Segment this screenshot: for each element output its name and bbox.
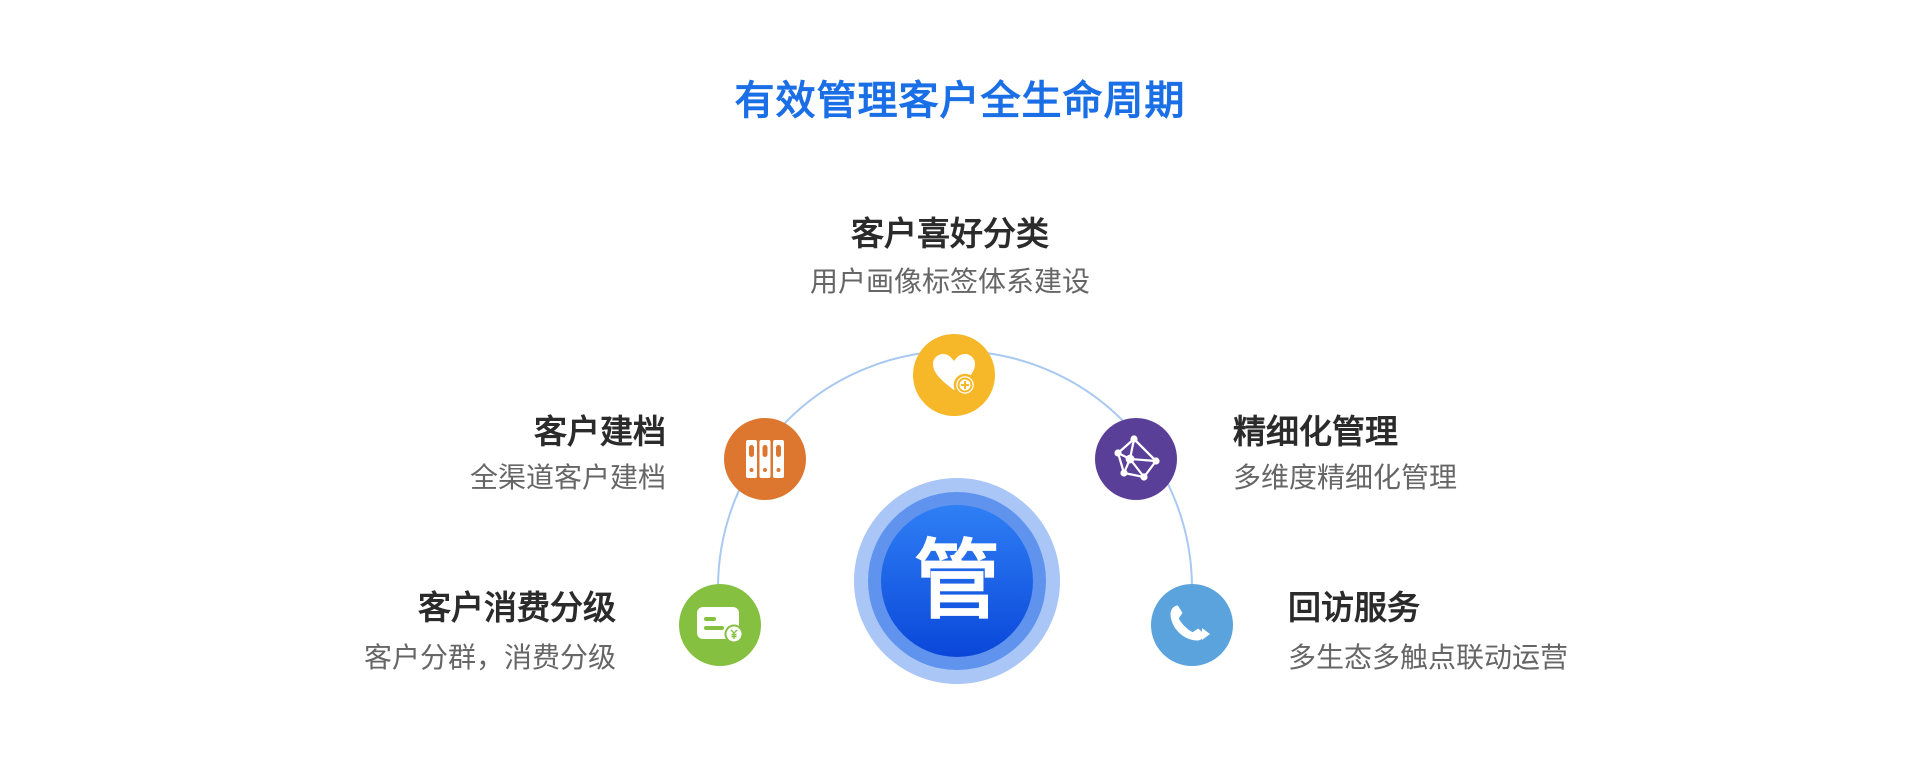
revisit-subtitle: 多生态多触点联动运营 — [1288, 641, 1569, 674]
binders-icon — [746, 440, 784, 478]
refined-title: 精细化管理 — [1233, 412, 1398, 451]
card-coin-icon — [697, 607, 744, 644]
refined-subtitle: 多维度精细化管理 — [1233, 461, 1458, 494]
tiering-title: 客户消费分级 — [418, 588, 616, 627]
refined-node-text: 精细化管理 多维度精细化管理 — [1233, 410, 1573, 498]
preference-node-text: 客户喜好分类 用户画像标签体系建设 — [760, 212, 1140, 302]
tiering-node-icon — [679, 584, 761, 666]
archive-subtitle: 全渠道客户建档 — [469, 461, 666, 494]
refined-node-icon — [1095, 418, 1177, 500]
preference-node-icon — [913, 334, 995, 416]
revisit-node-icon — [1151, 584, 1233, 666]
archive-title: 客户建档 — [534, 412, 666, 451]
tiering-subtitle: 客户分群，消费分级 — [363, 641, 616, 674]
archive-node-icon — [724, 418, 806, 500]
hub-core: 管 — [881, 505, 1033, 657]
archive-node-text: 客户建档 全渠道客户建档 — [360, 410, 666, 498]
heart-plus-icon — [933, 354, 977, 397]
page-title: 有效管理客户全生命周期 — [734, 78, 1186, 124]
revisit-node-text: 回访服务 多生态多触点联动运营 — [1288, 586, 1668, 678]
network-icon — [1114, 435, 1160, 481]
revisit-title: 回访服务 — [1288, 588, 1420, 627]
hub-label: 管 — [914, 531, 1000, 631]
phone-forward-icon — [1170, 605, 1210, 641]
preference-title: 客户喜好分类 — [851, 214, 1049, 253]
tiering-node-text: 客户消费分级 客户分群，消费分级 — [260, 586, 616, 678]
preference-subtitle: 用户画像标签体系建设 — [809, 265, 1090, 298]
